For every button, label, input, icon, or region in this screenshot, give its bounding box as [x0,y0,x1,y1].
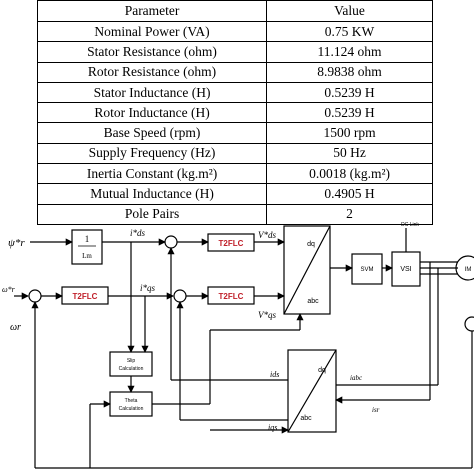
sum-junction-2 [173,289,187,303]
controller-label-2: T2FLC [73,292,98,301]
encoder-symbol [464,316,474,332]
table-row: Rotor Inductance (H)0.5239 H [36,102,433,124]
signal-omega: ωr [10,322,21,333]
signal-iqs: iqs [268,423,277,432]
signal-vds-ref: V*ds [258,230,276,240]
signal-ids-ref: i*ds [130,228,146,238]
signal-ids: ids [270,370,279,379]
table-row: Rotor Resistance (ohm)8.9838 ohm [36,61,433,83]
header-parameter: Parameter [36,0,268,22]
cell-value: 0.4905 H [266,183,433,205]
forward-transform-bottom: abc [300,415,312,422]
cell-value: 0.5239 H [266,81,433,104]
table-row: Stator Resistance (ohm)11.124 ohm [36,41,433,63]
motor-symbol [455,255,474,281]
cell-value: 1500 rpm [266,122,433,144]
cell-parameter: Base Speed (rpm) [36,122,268,144]
cell-parameter: Nominal Power (VA) [36,20,268,43]
cell-value: 0.0018 (kg.m²) [266,163,433,185]
cell-parameter: Inertia Constant (kg.m²) [36,163,268,185]
table-row: Mutual Inductance (H)0.4905 H [36,183,433,205]
motor-label: IM [465,267,472,273]
inverse-transform-top: dq [307,241,315,248]
table-row: Base Speed (rpm)1500 rpm [36,122,433,144]
park-block [287,349,337,433]
forward-transform-top: dq [318,367,326,374]
cell-parameter: Mutual Inductance (H) [36,183,268,205]
theta-calculation-block [109,391,153,417]
table-row: Stator Inductance (H)0.5239 H [36,81,433,104]
slip-block-line-1: Slip [127,358,136,364]
motor-parameter-table: Parameter Value Nominal Power (VA)0.75 K… [36,0,433,225]
gain-block [71,229,103,265]
cell-value: 0.5239 H [266,102,433,124]
signal-iqs-ref: i*qs [140,283,156,293]
signal-isr: isr [372,406,380,414]
controller-label-1: T2FLC [219,239,244,248]
theta-block-line-1: Theta [125,398,138,404]
signal-speed-ref: ω*r [2,285,16,294]
controller-label-3: T2FLC [219,292,244,301]
sum-junction-1 [164,235,178,249]
signal-vqs-ref: V*qs [258,310,276,320]
table-row: Supply Frequency (Hz)50 Hz [36,142,433,165]
gain-numerator: 1 [85,234,90,244]
gain-denominator: Lm [82,252,92,260]
slip-calculation-block [109,351,153,377]
dc-link-label: DC Link [401,222,419,228]
cell-parameter: Pole Pairs [36,203,268,225]
inverter-label: VSI [400,266,411,273]
cell-value: 11.124 ohm [266,41,433,63]
cell-parameter: Supply Frequency (Hz) [36,142,268,165]
inverse-transform-bottom: abc [307,298,319,305]
cell-value: 50 Hz [266,142,433,165]
table-row: Nominal Power (VA)0.75 KW [36,20,433,43]
cell-parameter: Stator Resistance (ohm) [36,41,268,63]
table-header-row: Parameter Value [36,0,433,22]
header-value: Value [266,0,433,22]
slip-block-line-2: Calculation [119,366,144,372]
table-row: Inertia Constant (kg.m²)0.0018 (kg.m²) [36,163,433,185]
cell-parameter: Rotor Inductance (H) [36,102,268,124]
cell-parameter: Rotor Resistance (ohm) [36,61,268,83]
sum-junction-speed [28,289,42,303]
cell-parameter: Stator Inductance (H) [36,81,268,104]
control-block-diagram: 1 Lm T2FLC T2FLC T2FLC dq abc dq abc SVM… [2,222,474,469]
svm-label: SVM [360,267,373,273]
cell-value: 8.9838 ohm [266,61,433,83]
theta-block-line-2: Calculation [119,406,144,412]
svm-block [351,253,383,285]
cell-value: 2 [266,203,433,225]
signal-iabc: iabc [350,374,363,382]
cell-value: 0.75 KW [266,20,433,43]
inverse-park-block [283,225,331,315]
signal-flux-ref: ψ*r [8,237,25,249]
